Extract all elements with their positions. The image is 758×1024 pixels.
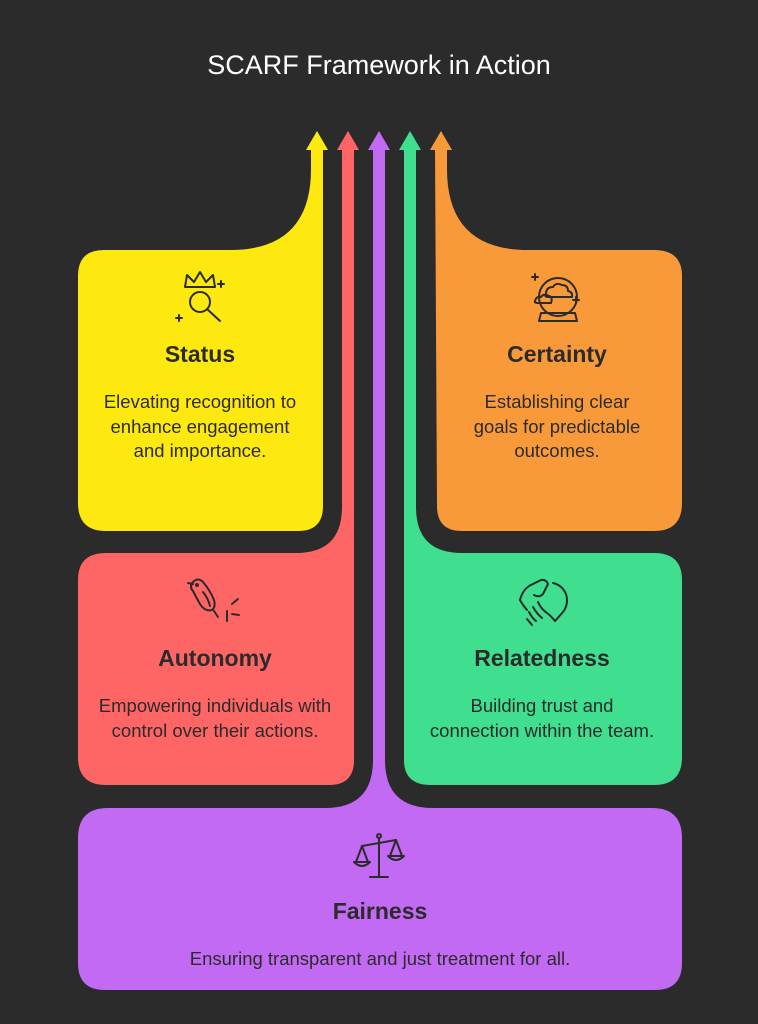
status-card: Status Elevating recognition to enhance … [100, 340, 300, 464]
relatedness-arrowhead [399, 131, 421, 150]
autonomy-title: Autonomy [158, 645, 272, 671]
relatedness-card: Relatedness Building trust and connectio… [426, 644, 658, 743]
relatedness-title: Relatedness [474, 645, 610, 671]
autonomy-shape [78, 148, 354, 785]
fairness-card: Fairness Ensuring transparent and just t… [100, 897, 660, 972]
autonomy-card: Autonomy Empowering individuals with con… [94, 644, 336, 743]
certainty-card: Certainty Establishing clear goals for p… [466, 340, 648, 464]
status-shape [78, 148, 323, 531]
fairness-title: Fairness [332, 898, 428, 924]
fairness-arrowhead [368, 131, 390, 150]
status-description: Elevating recognition to enhance engagem… [103, 391, 297, 461]
relatedness-description: Building trust and connection within the… [429, 695, 655, 741]
certainty-arrowhead [430, 131, 452, 150]
fairness-shape [78, 148, 682, 990]
status-arrowhead [306, 131, 328, 150]
certainty-title: Certainty [507, 341, 607, 367]
autonomy-arrowhead [337, 131, 359, 150]
autonomy-description: Empowering individuals with control over… [98, 695, 332, 741]
crystal-ball-icon [531, 273, 580, 322]
certainty-description: Establishing clear goals for predictable… [473, 391, 641, 461]
bird-icon [187, 578, 240, 622]
balance-scale-icon [353, 833, 405, 878]
relatedness-shape [404, 148, 682, 785]
fairness-description: Ensuring transparent and just treatment … [189, 948, 571, 969]
diagram-title: SCARF Framework in Action [207, 50, 551, 80]
crown-magnifier-icon [175, 271, 225, 322]
handshake-icon [519, 578, 568, 626]
status-title: Status [164, 341, 236, 367]
certainty-shape [435, 148, 682, 531]
